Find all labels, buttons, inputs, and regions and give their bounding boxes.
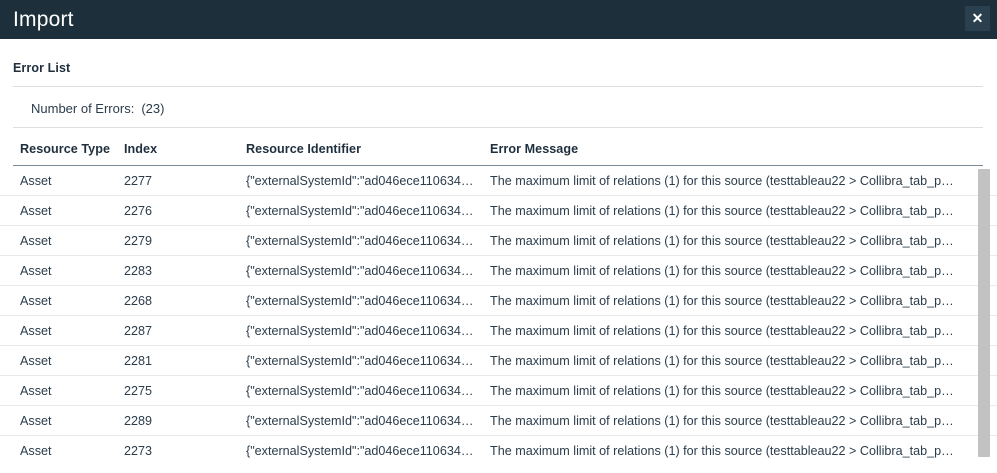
cell-resource-identifier: {"externalSystemId":"ad046ece110634… [246, 173, 474, 188]
error-count-value: (23) [141, 101, 165, 116]
dialog-titlebar: Import ✕ [0, 0, 997, 39]
cell-index: 2289 [124, 413, 153, 428]
cell-index: 2283 [124, 263, 153, 278]
cell-error-message: The maximum limit of relations (1) for t… [490, 383, 954, 398]
column-header-error-message[interactable]: Error Message [490, 142, 579, 156]
table-header-row: Resource Type Index Resource Identifier … [0, 142, 997, 165]
cell-index: 2268 [124, 293, 153, 308]
cell-resource-identifier: {"externalSystemId":"ad046ece110634… [246, 203, 474, 218]
error-count-label: Number of Errors: [31, 101, 135, 116]
error-count-row: Number of Errors: (23) [0, 87, 997, 116]
cell-error-message: The maximum limit of relations (1) for t… [490, 263, 954, 278]
cell-error-message: The maximum limit of relations (1) for t… [490, 443, 954, 458]
table-body: Asset 2277 {"externalSystemId":"ad046ece… [0, 166, 997, 458]
divider-below-count [13, 127, 983, 128]
table-row[interactable]: Asset 2276 {"externalSystemId":"ad046ece… [0, 196, 997, 226]
column-header-resource-identifier[interactable]: Resource Identifier [246, 142, 362, 156]
cell-index: 2281 [124, 353, 153, 368]
cell-error-message: The maximum limit of relations (1) for t… [490, 353, 954, 368]
cell-resource-identifier: {"externalSystemId":"ad046ece110634… [246, 323, 474, 338]
column-header-index[interactable]: Index [124, 142, 158, 156]
cell-index: 2277 [124, 173, 153, 188]
cell-error-message: The maximum limit of relations (1) for t… [490, 173, 954, 188]
error-table: Resource Type Index Resource Identifier … [0, 142, 997, 458]
cell-resource-type: Asset [20, 173, 52, 188]
cell-resource-type: Asset [20, 443, 52, 458]
cell-error-message: The maximum limit of relations (1) for t… [490, 413, 954, 428]
cell-error-message: The maximum limit of relations (1) for t… [490, 323, 954, 338]
cell-resource-type: Asset [20, 323, 52, 338]
cell-error-message: The maximum limit of relations (1) for t… [490, 203, 954, 218]
cell-resource-identifier: {"externalSystemId":"ad046ece110634… [246, 263, 474, 278]
cell-resource-type: Asset [20, 233, 52, 248]
section-heading: Error List [13, 61, 71, 75]
cell-error-message: The maximum limit of relations (1) for t… [490, 293, 954, 308]
cell-resource-identifier: {"externalSystemId":"ad046ece110634… [246, 413, 474, 428]
cell-resource-type: Asset [20, 203, 52, 218]
table-scrollbar-thumb[interactable] [978, 169, 990, 457]
table-row[interactable]: Asset 2268 {"externalSystemId":"ad046ece… [0, 286, 997, 316]
table-row[interactable]: Asset 2279 {"externalSystemId":"ad046ece… [0, 226, 997, 256]
cell-index: 2276 [124, 203, 153, 218]
table-row[interactable]: Asset 2283 {"externalSystemId":"ad046ece… [0, 256, 997, 286]
cell-resource-type: Asset [20, 263, 52, 278]
cell-resource-identifier: {"externalSystemId":"ad046ece110634… [246, 383, 474, 398]
cell-resource-type: Asset [20, 353, 52, 368]
cell-resource-identifier: {"externalSystemId":"ad046ece110634… [246, 353, 474, 368]
cell-resource-type: Asset [20, 383, 52, 398]
cell-resource-type: Asset [20, 413, 52, 428]
cell-resource-identifier: {"externalSystemId":"ad046ece110634… [246, 233, 474, 248]
table-row[interactable]: Asset 2287 {"externalSystemId":"ad046ece… [0, 316, 997, 346]
cell-index: 2287 [124, 323, 153, 338]
dialog-body: Error List Number of Errors: (23) Resour… [0, 39, 997, 473]
table-scrollbar[interactable] [978, 166, 990, 458]
cell-resource-identifier: {"externalSystemId":"ad046ece110634… [246, 293, 474, 308]
column-header-resource-type[interactable]: Resource Type [20, 142, 111, 156]
cell-index: 2275 [124, 383, 153, 398]
table-row[interactable]: Asset 2281 {"externalSystemId":"ad046ece… [0, 346, 997, 376]
cell-resource-type: Asset [20, 293, 52, 308]
cell-resource-identifier: {"externalSystemId":"ad046ece110634… [246, 443, 474, 458]
divider-below-heading [13, 86, 983, 87]
table-header-rule [13, 165, 983, 166]
close-icon[interactable]: ✕ [965, 6, 990, 31]
table-row[interactable]: Asset 2277 {"externalSystemId":"ad046ece… [0, 166, 997, 196]
table-row[interactable]: Asset 2275 {"externalSystemId":"ad046ece… [0, 376, 997, 406]
table-row[interactable]: Asset 2289 {"externalSystemId":"ad046ece… [0, 406, 997, 436]
cell-index: 2279 [124, 233, 153, 248]
table-row[interactable]: Asset 2273 {"externalSystemId":"ad046ece… [0, 436, 997, 458]
cell-index: 2273 [124, 443, 153, 458]
dialog-title: Import [13, 8, 74, 31]
cell-error-message: The maximum limit of relations (1) for t… [490, 233, 954, 248]
